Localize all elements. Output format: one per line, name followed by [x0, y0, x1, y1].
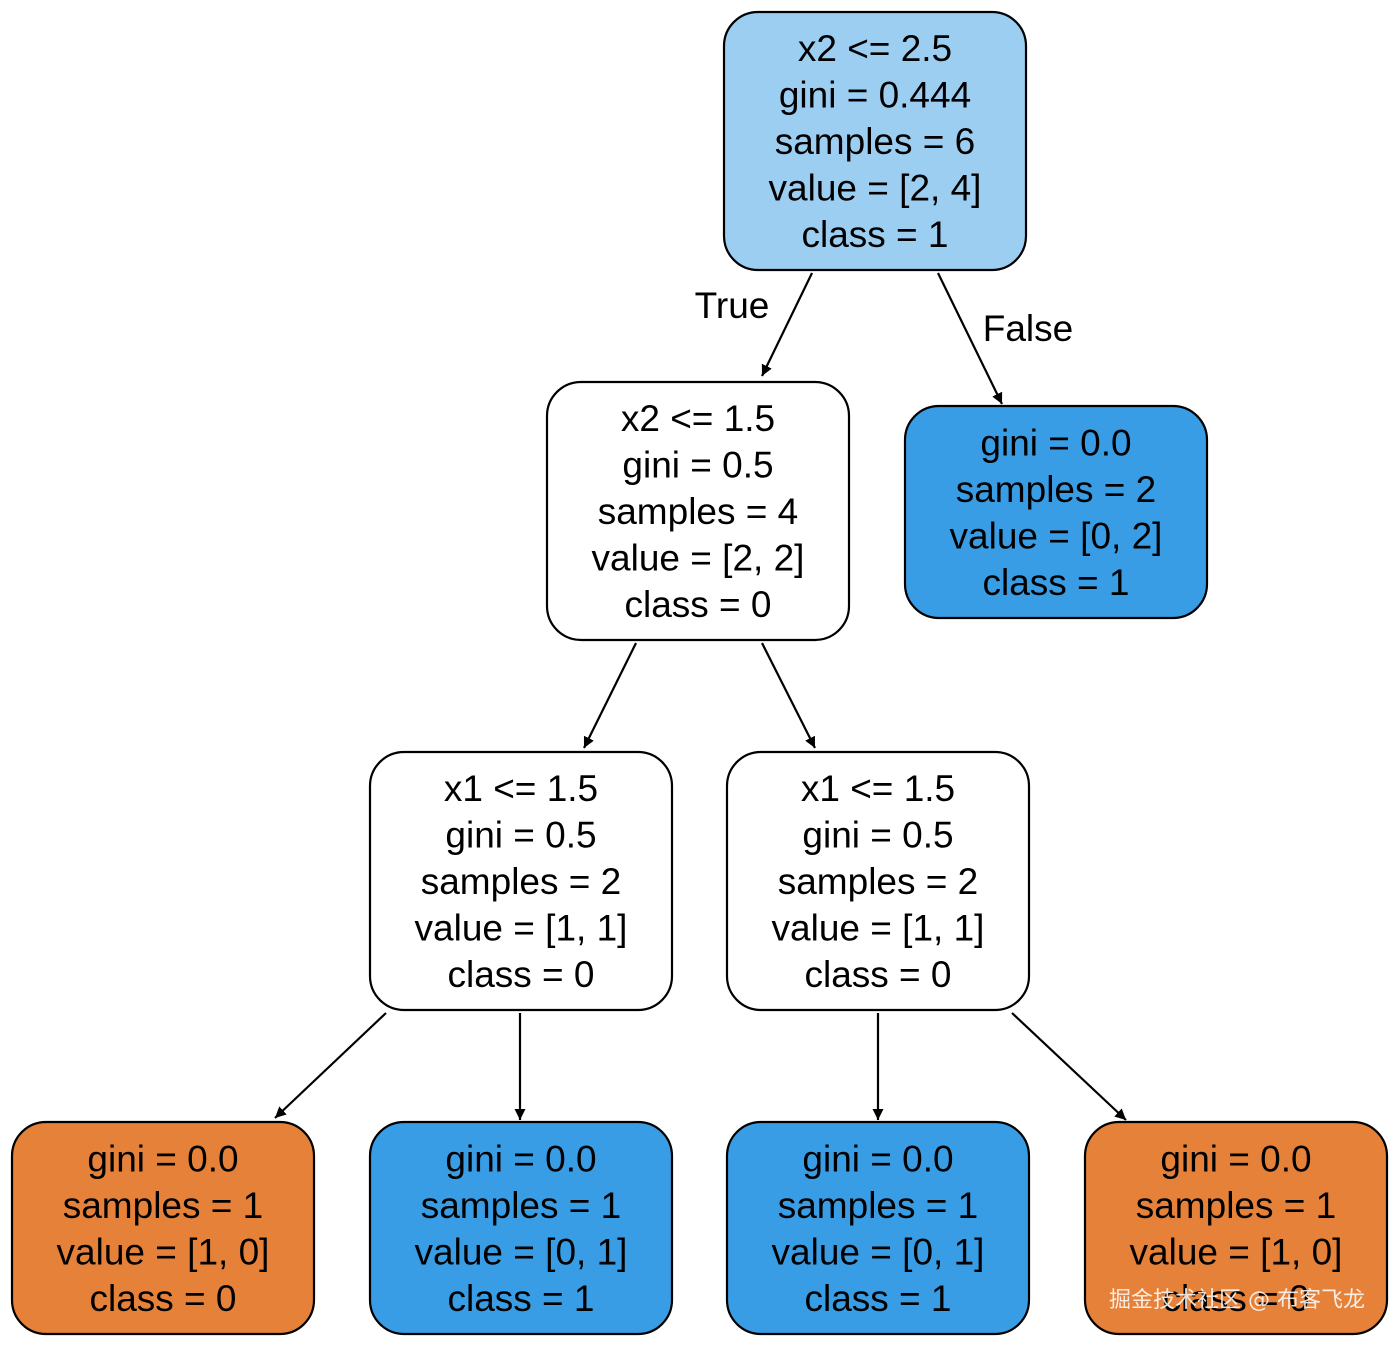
node-line: class = 1 [804, 1278, 951, 1319]
tree-node-n0: x2 <= 2.5 gini = 0.444 samples = 6 value = … [722, 10, 1028, 272]
node-line: value = [2, 4] [769, 168, 982, 209]
node-line: gini = 0.0 [980, 422, 1131, 463]
node-line: x2 <= 1.5 [621, 398, 775, 439]
node-line: class = 0 [1162, 1278, 1309, 1319]
node-line: value = [1, 0] [57, 1231, 270, 1272]
edge-label-true: True [695, 285, 770, 326]
node-line: class = 1 [982, 562, 1129, 603]
node-line: samples = 6 [775, 121, 976, 162]
node-line: value = [0, 2] [950, 515, 1163, 556]
node-line: value = [0, 1] [772, 1231, 985, 1272]
node-line: gini = 0.444 [779, 75, 971, 116]
tree-node-n8: gini = 0.0 samples = 1 value = [1, 0] class… [1083, 1120, 1389, 1336]
node-line: x1 <= 1.5 [801, 768, 955, 809]
node-line: class = 1 [447, 1278, 594, 1319]
node-line: samples = 1 [778, 1185, 979, 1226]
node-line: samples = 2 [956, 469, 1157, 510]
edge-arrow-n1-n3 [583, 642, 637, 749]
node-line: value = [1, 1] [415, 908, 628, 949]
node-box [368, 1120, 674, 1336]
node-line: samples = 2 [421, 861, 622, 902]
tree-node-n4: x1 <= 1.5 gini = 0.5 samples = 2 value = [1… [725, 750, 1031, 1012]
node-line: samples = 1 [63, 1185, 264, 1226]
node-line: gini = 0.0 [1160, 1138, 1311, 1179]
tree-node-n5: gini = 0.0 samples = 1 value = [1, 0] class… [10, 1120, 316, 1336]
tree-node-n2: gini = 0.0 samples = 2 value = [0, 2] class… [903, 404, 1209, 620]
node-line: gini = 0.0 [802, 1138, 953, 1179]
watermark-text: 掘金技术社区 @ 布客飞龙 [1109, 1288, 1365, 1313]
node-box [725, 750, 1031, 1012]
node-line: class = 0 [89, 1278, 236, 1319]
node-box [545, 380, 851, 642]
node-line: value = [1, 0] [1130, 1231, 1343, 1272]
edge-arrow-n1-n4 [761, 642, 816, 749]
node-line: class = 0 [624, 584, 771, 625]
tree-node-n1: x2 <= 1.5 gini = 0.5 samples = 4 value = [2… [545, 380, 851, 642]
edge-arrow-n4-n8 [1011, 1012, 1127, 1121]
node-line: x1 <= 1.5 [444, 768, 598, 809]
node-line: samples = 2 [778, 861, 979, 902]
node-line: samples = 1 [1136, 1185, 1337, 1226]
node-box [725, 1120, 1031, 1336]
edge-arrow-n0-n1 [761, 272, 813, 377]
node-line: x2 <= 2.5 [798, 28, 952, 69]
edge-arrow-n3-n5 [274, 1012, 387, 1119]
edge-label-false: False [983, 308, 1073, 349]
node-line: gini = 0.5 [622, 445, 773, 486]
node-box [722, 10, 1028, 272]
node-box [903, 404, 1209, 620]
node-line: gini = 0.0 [87, 1138, 238, 1179]
tree-node-n3: x1 <= 1.5 gini = 0.5 samples = 2 value = [1… [368, 750, 674, 1012]
tree-node-n7: gini = 0.0 samples = 1 value = [0, 1] class… [725, 1120, 1031, 1336]
node-line: gini = 0.0 [445, 1138, 596, 1179]
node-line: class = 0 [447, 954, 594, 995]
node-line: gini = 0.5 [445, 815, 596, 856]
node-line: value = [0, 1] [415, 1231, 628, 1272]
tree-node-n6: gini = 0.0 samples = 1 value = [0, 1] class… [368, 1120, 674, 1336]
node-line: samples = 1 [421, 1185, 622, 1226]
node-line: value = [2, 2] [592, 538, 805, 579]
node-line: gini = 0.5 [802, 815, 953, 856]
node-line: value = [1, 1] [772, 908, 985, 949]
node-box [368, 750, 674, 1012]
node-box [1083, 1120, 1389, 1336]
edge-arrow-n0-n2 [937, 272, 1003, 405]
node-line: class = 1 [801, 214, 948, 255]
node-box [10, 1120, 316, 1336]
node-line: class = 0 [804, 954, 951, 995]
node-line: samples = 4 [598, 491, 799, 532]
